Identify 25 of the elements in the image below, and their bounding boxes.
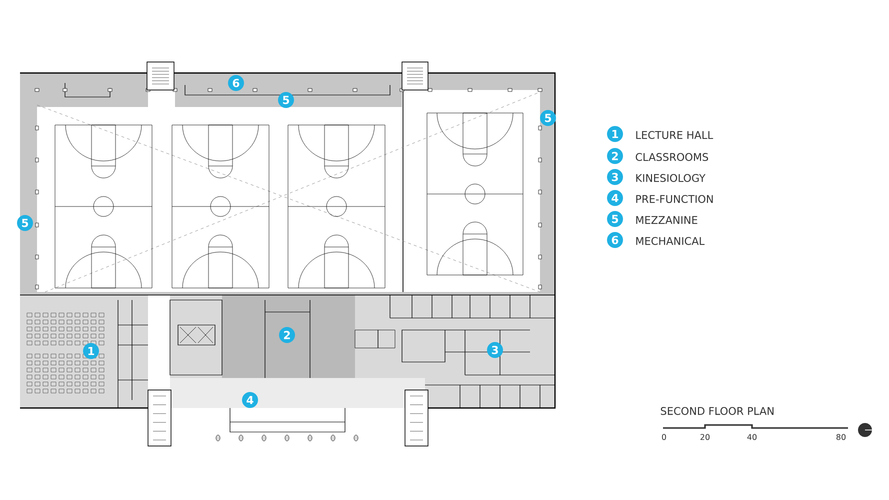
- scale-number: 40: [747, 434, 757, 440]
- key-number: 2: [607, 148, 623, 164]
- key-number: 4: [607, 190, 623, 206]
- callout-number: 5: [540, 110, 556, 126]
- callout-number: 5: [17, 215, 34, 231]
- scale-number: 0: [662, 434, 666, 440]
- room-name: LECTURE HALL: [636, 131, 714, 139]
- key-number: 5: [607, 211, 623, 227]
- key-number: 3: [607, 169, 623, 185]
- key-number: 6: [607, 232, 623, 248]
- callout-number: 2: [279, 327, 295, 343]
- room-name: MEZZANINE: [636, 216, 698, 224]
- room-name: PRE-FUNCTION: [636, 195, 713, 203]
- room-name: KINESIOLOGY: [636, 174, 706, 182]
- callout-number: 4: [242, 392, 258, 408]
- plan-title: SECOND FLOOR PLAN: [660, 407, 774, 415]
- callout-number: 1: [83, 343, 99, 359]
- callout-number: 5: [278, 92, 294, 108]
- callout-number: 6: [228, 75, 244, 91]
- room-name: CLASSROOMS: [636, 153, 708, 161]
- callout-number: 3: [487, 342, 503, 358]
- scale-number: 20: [700, 434, 710, 440]
- scale-number: 80: [836, 434, 846, 440]
- key-number: 1: [607, 126, 623, 142]
- room-name: MECHANICAL: [636, 237, 705, 245]
